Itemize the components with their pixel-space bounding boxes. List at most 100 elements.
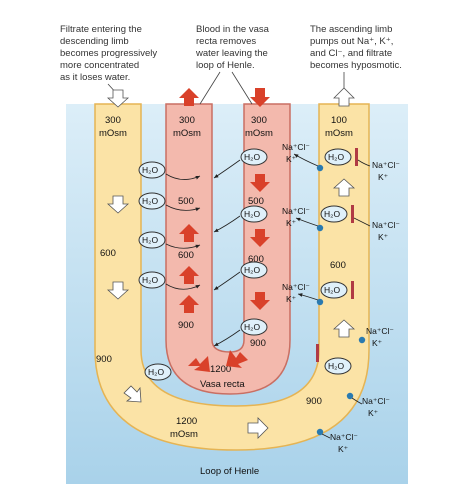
asc-600-value: 600 [330,260,346,271]
water-bubble: H₂O [138,192,166,210]
svg-text:pumps out Na⁺, K⁺,: pumps out Na⁺, K⁺, [310,36,393,47]
asc-900-value: 900 [306,396,322,407]
water-movement-arrow [213,329,241,347]
vr-out-top-unit: mOsm [173,128,201,139]
vr-500-right: 500 [248,196,264,207]
water-bubble: H₂O [138,271,166,289]
desc-flow-arrow-icon [106,195,130,214]
water-movement-arrow [213,159,241,179]
svg-text:recta removes: recta removes [196,36,256,47]
loop-of-henle-tubule [94,103,370,451]
water-bubble: H₂O [324,357,352,375]
svg-text:Na⁺Cl⁻: Na⁺Cl⁻ [372,160,400,170]
ion-pump-group: Na⁺Cl⁻ K⁺ [316,428,358,454]
desc-top-value: 300 [105,115,121,126]
water-bubble: H₂O [138,231,166,249]
vr-500-left: 500 [178,196,194,207]
water-bubble: H₂O [240,205,268,223]
blood-up-arrow-icon [179,295,199,313]
vr-900-left: 900 [178,320,194,331]
vr-900-right: 900 [250,338,266,349]
water-movement-arrow [165,243,201,249]
desc-top-unit: mOsm [99,128,127,139]
svg-text:Na⁺Cl⁻: Na⁺Cl⁻ [362,396,390,406]
svg-text:H₂O: H₂O [324,209,340,219]
svg-text:H₂O: H₂O [328,361,344,371]
svg-text:H₂O: H₂O [142,275,158,285]
svg-text:Na⁺Cl⁻: Na⁺Cl⁻ [282,206,310,216]
caption-vasa-recta: Blood in the vasa recta removes water le… [195,24,270,71]
ion-pump-group: Na⁺Cl⁻ K⁺ Na⁺Cl⁻ K⁺ [282,206,400,242]
asc-flow-arrow-icon [332,178,356,197]
caption-ascending: The ascending limb pumps out Na⁺, K⁺, an… [310,24,402,71]
blood-bend-arrow-icon [226,350,248,368]
water-movement-arrow [165,204,201,212]
blood-down-arrow-icon [250,229,270,247]
svg-text:K⁺: K⁺ [378,172,389,182]
water-bubble: H₂O [240,318,268,336]
svg-text:Na⁺Cl⁻: Na⁺Cl⁻ [372,220,400,230]
svg-text:loop of Henle.: loop of Henle. [196,60,255,71]
desc-900-value: 900 [96,354,112,365]
svg-text:more concentrated: more concentrated [60,60,139,71]
water-movement-arrow [165,173,201,180]
svg-text:water leaving the: water leaving the [195,48,268,59]
asc-top-unit: mOsm [325,128,353,139]
svg-text:K⁺: K⁺ [286,154,297,164]
svg-text:K⁺: K⁺ [372,338,383,348]
loop-of-henle-label: Loop of Henle [200,466,259,477]
water-block-bar [351,281,354,299]
vr-600-right: 600 [248,254,264,265]
svg-text:as it loses water.: as it loses water. [60,72,130,83]
svg-text:H₂O: H₂O [142,235,158,245]
vr-in-top-unit: mOsm [245,128,273,139]
vr-1200-value: 1200 [210,364,231,375]
svg-text:becomes progressively: becomes progressively [60,48,157,59]
water-block-bar [355,148,358,166]
blood-down-arrow-icon [250,292,270,310]
blood-out-arrow-icon [179,88,199,106]
ion-pump-group: Na⁺Cl⁻ K⁺ Na⁺Cl⁻ K⁺ [282,142,400,182]
svg-text:H₂O: H₂O [244,322,260,332]
svg-text:Na⁺Cl⁻: Na⁺Cl⁻ [330,432,358,442]
svg-text:Blood in the vasa: Blood in the vasa [196,24,270,35]
ion-pump-group: Na⁺Cl⁻ K⁺ [282,282,324,306]
svg-text:H₂O: H₂O [244,265,260,275]
water-bubble: H₂O [138,161,166,179]
svg-text:K⁺: K⁺ [338,444,349,454]
ion-pump-group: Na⁺Cl⁻ K⁺ [358,326,394,348]
svg-text:The ascending limb: The ascending limb [310,24,392,35]
svg-text:and Cl⁻, and filtrate: and Cl⁻, and filtrate [310,48,392,59]
blood-up-arrow-icon [179,224,199,242]
vasa-recta-label: Vasa recta [200,379,245,390]
vr-out-top-value: 300 [179,115,195,126]
asc-flow-arrow-icon [332,319,356,338]
leader-line-vasa-right [231,71,253,105]
blood-in-arrow-icon [250,88,270,107]
desc-flow-arrow-icon [106,281,130,300]
bend-flow-arrow-icon [123,385,142,403]
svg-text:K⁺: K⁺ [378,232,389,242]
descending-flow-arrow-icon [106,89,130,108]
leader-line-vasa-left [199,71,221,105]
desc-600-value: 600 [100,248,116,259]
asc-top-value: 100 [331,115,347,126]
vr-in-top-value: 300 [251,115,267,126]
ion-pump-group: Na⁺Cl⁻ K⁺ [346,392,390,418]
svg-text:K⁺: K⁺ [368,408,379,418]
ascending-flow-arrow-icon [333,87,355,107]
caption-descending: Filtrate entering the descending limb be… [60,24,157,83]
svg-text:Na⁺Cl⁻: Na⁺Cl⁻ [282,282,310,292]
blood-down-arrow-icon [250,174,270,192]
svg-text:descending limb: descending limb [60,36,129,47]
water-bubble: H₂O [324,148,352,166]
svg-text:Na⁺Cl⁻: Na⁺Cl⁻ [366,326,394,336]
water-bubble: H₂O [240,261,268,279]
water-block-bar [316,344,319,362]
water-bubble: H₂O [320,205,348,223]
water-movement-arrow [213,215,241,233]
svg-text:becomes hyposmotic.: becomes hyposmotic. [310,60,402,71]
svg-text:H₂O: H₂O [244,209,260,219]
svg-text:H₂O: H₂O [328,152,344,162]
